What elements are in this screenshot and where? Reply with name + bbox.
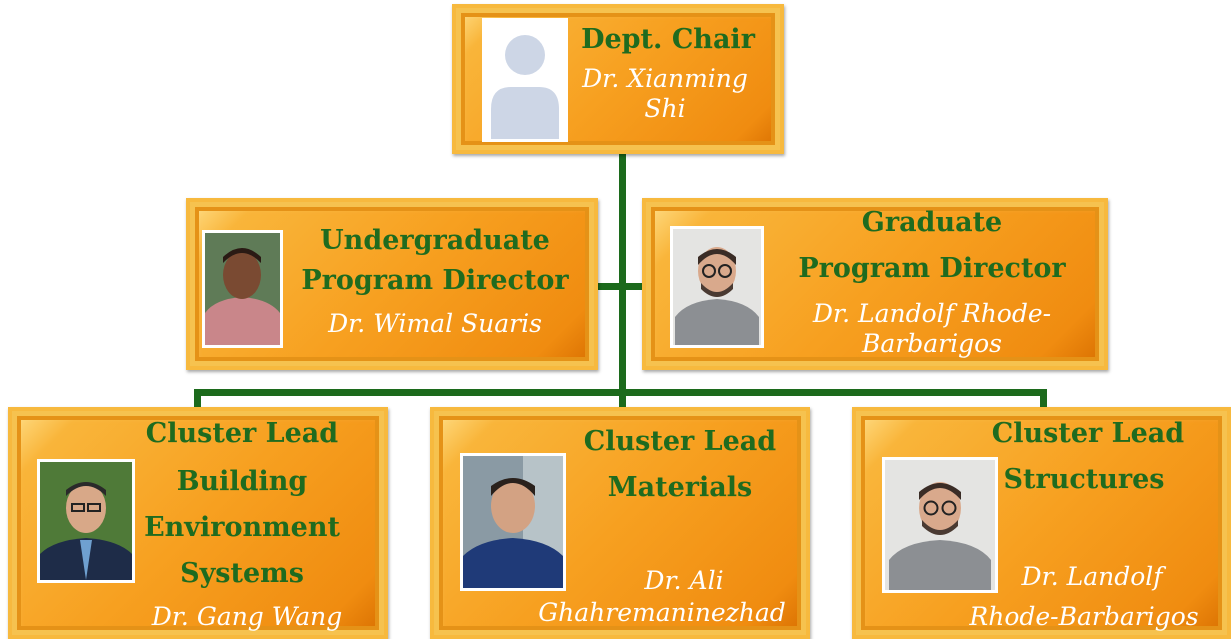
dept-chair-photo (482, 18, 568, 142)
undergrad-director-role-line1: Undergraduate (320, 225, 550, 256)
cluster-structures-box: Cluster Lead Structures Dr. Landolf Rhod… (852, 407, 1231, 639)
cluster-materials-role: Cluster Lead (583, 426, 777, 457)
cluster-building-area-line1: Building (176, 466, 308, 497)
cluster-building-name: Dr. Gang Wang (151, 602, 343, 631)
cluster-materials-name-line1: Dr. Ali (644, 566, 724, 595)
connector-drop-right (1040, 389, 1047, 415)
cluster-structures-role: Cluster Lead (991, 418, 1185, 449)
undergrad-director-role-line2: Program Director (301, 265, 569, 296)
cluster-building-area-line3: Systems (180, 558, 304, 589)
cluster-structures-photo (882, 457, 998, 593)
person-photo-icon (463, 456, 563, 588)
grad-director-name-line1: Dr. Landolf Rhode- (812, 299, 1052, 328)
dept-chair-box: Dept. Chair Dr. Xianming Shi (452, 4, 784, 154)
dept-chair-name-line1: Dr. Xianming (582, 64, 748, 93)
connector-middle (596, 283, 644, 290)
grad-director-role-line1: Graduate (861, 207, 1003, 238)
cluster-materials-name-line2: Ghahremaninezhad (538, 598, 786, 627)
undergrad-director-name: Dr. Wimal Suaris (328, 309, 542, 338)
cluster-building-box: Cluster Lead Building Environment System… (8, 407, 388, 639)
cluster-building-role: Cluster Lead (145, 418, 339, 449)
grad-director-photo (670, 226, 764, 348)
person-photo-icon (205, 233, 280, 345)
person-photo-icon (885, 460, 995, 590)
cluster-structures-area: Structures (1003, 464, 1165, 495)
undergrad-director-box: Undergraduate Program Director Dr. Wimal… (186, 198, 598, 370)
person-photo-icon (673, 229, 761, 345)
cluster-building-photo (37, 459, 135, 583)
connector-trunk (619, 150, 626, 412)
grad-director-role-line2: Program Director (798, 253, 1066, 284)
cluster-materials-photo (460, 453, 566, 591)
person-photo-icon (40, 462, 132, 580)
connector-drop-center (619, 389, 626, 415)
cluster-materials-box: Cluster Lead Materials Dr. Ali Ghahreman… (430, 407, 810, 639)
grad-director-name-line2: Barbarigos (862, 329, 1002, 358)
cluster-building-area-line2: Environment (144, 512, 340, 543)
cluster-structures-name-line1: Dr. Landolf (1021, 562, 1163, 591)
dept-chair-name-line2: Shi (644, 94, 686, 123)
dept-chair-role: Dept. Chair (581, 24, 755, 55)
cluster-materials-area: Materials (607, 472, 753, 503)
connector-drop-left (194, 389, 201, 415)
undergrad-director-photo (202, 230, 283, 348)
grad-director-box: Graduate Program Director Dr. Landolf Rh… (642, 198, 1108, 370)
person-silhouette-icon (485, 21, 565, 139)
cluster-structures-name-line2: Rhode-Barbarigos (969, 602, 1199, 631)
